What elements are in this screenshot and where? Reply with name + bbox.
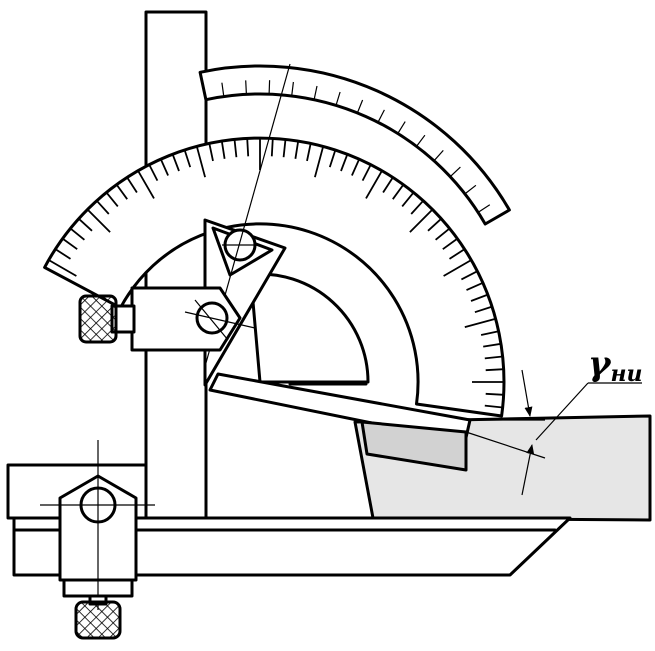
knurled-screw-icon[interactable]: [78, 294, 118, 344]
angle-label: γни: [588, 344, 643, 387]
main-scale-sector: [43, 136, 506, 418]
angle-subscript: ни: [610, 361, 642, 387]
slider-clamp: [110, 286, 256, 352]
inner-disc: [249, 272, 370, 384]
angle-dimension: [465, 369, 642, 496]
angle-symbol: γ: [588, 344, 612, 384]
dimension-arrow-icon: [521, 444, 535, 496]
dimension-arrow-icon: [521, 369, 533, 417]
base-clamp: [40, 440, 155, 610]
knurled-screw-icon[interactable]: [74, 600, 122, 640]
cutting-tool-tip: [360, 420, 468, 472]
vernier-sector: [198, 64, 511, 226]
